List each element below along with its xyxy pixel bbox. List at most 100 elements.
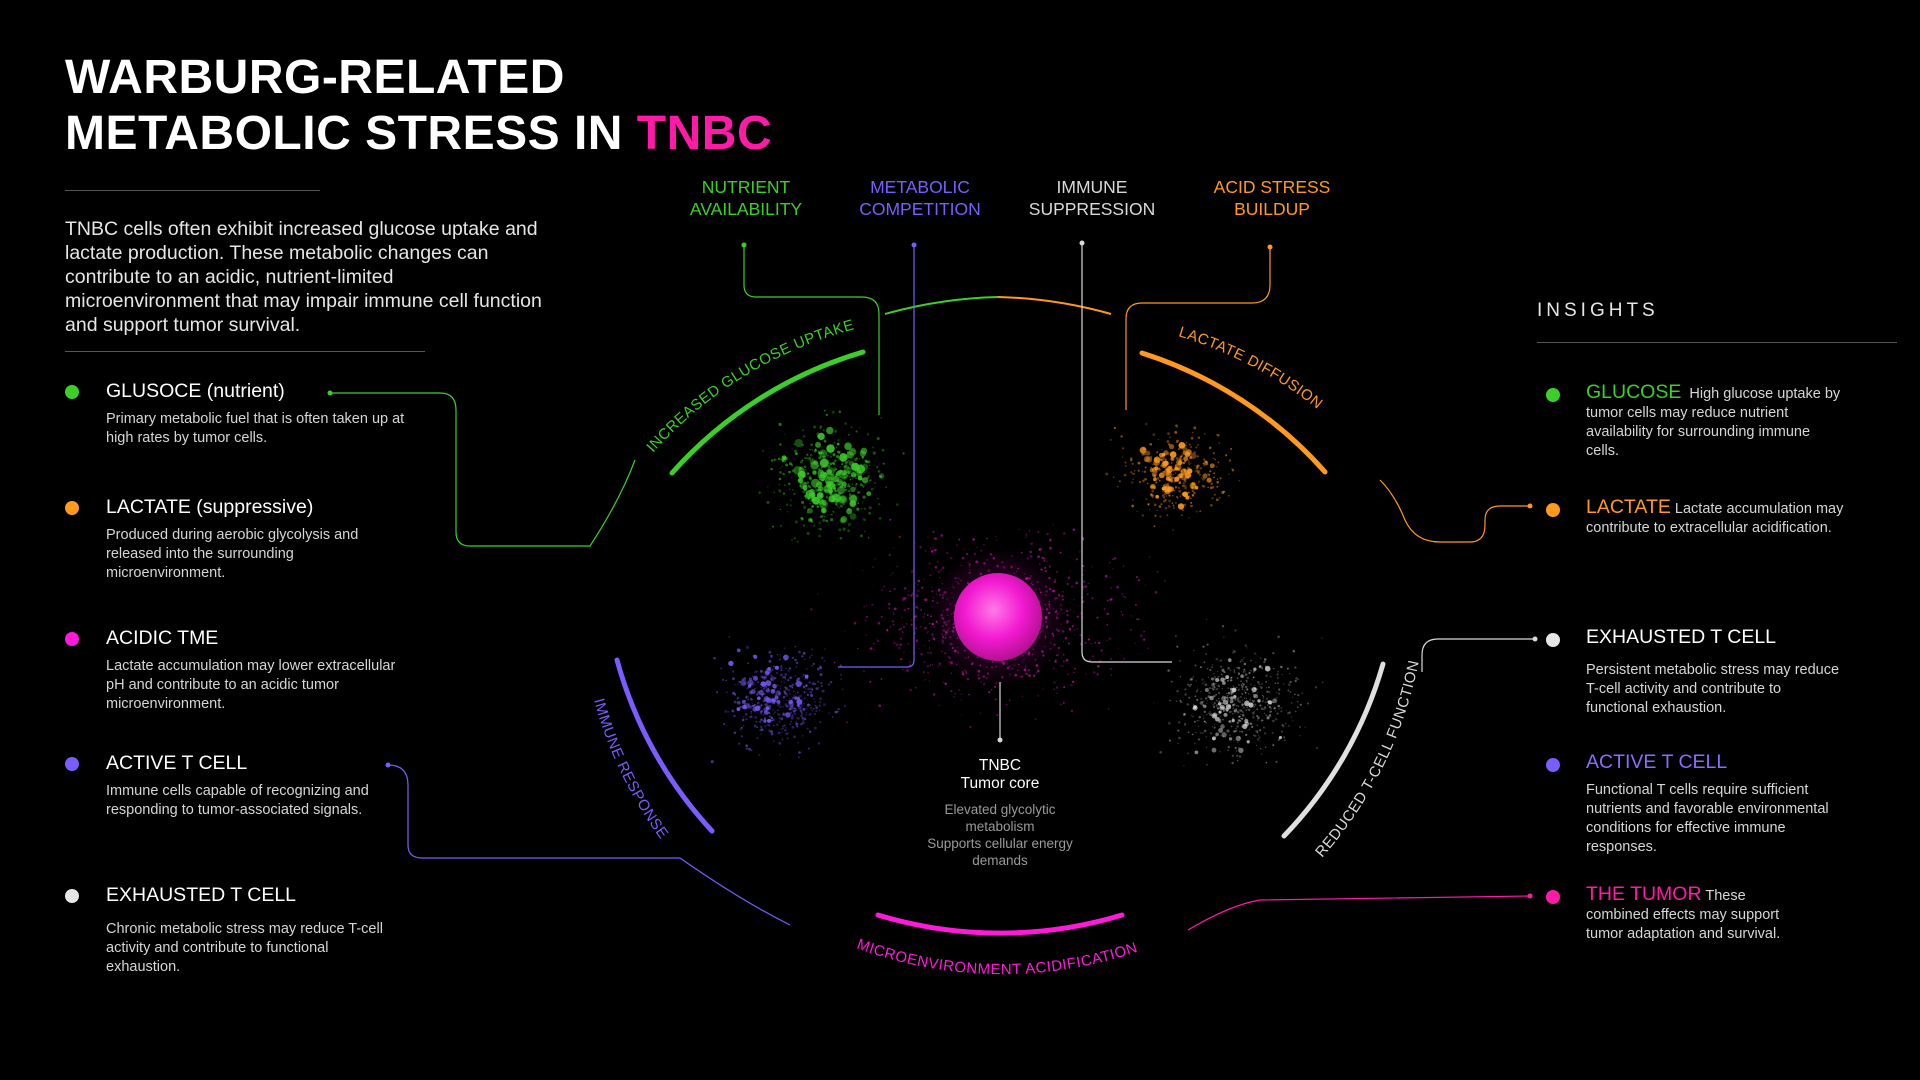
particle	[803, 691, 806, 694]
particle	[928, 680, 931, 682]
particle	[785, 463, 789, 467]
particle	[1132, 499, 1134, 501]
particle	[1052, 524, 1054, 526]
particle	[1227, 494, 1230, 497]
particle	[804, 457, 807, 460]
particle	[1239, 660, 1242, 663]
particle	[1172, 476, 1175, 479]
particle	[1188, 463, 1190, 466]
particle	[1177, 742, 1179, 745]
particle	[1228, 720, 1232, 723]
particle	[747, 679, 754, 687]
particle	[917, 589, 920, 593]
particle	[804, 687, 807, 690]
particle	[818, 704, 821, 707]
particle	[1155, 494, 1160, 499]
particle	[1231, 652, 1234, 654]
particle	[785, 687, 788, 691]
particle	[1220, 677, 1225, 682]
particle	[932, 546, 934, 548]
particle	[855, 430, 858, 433]
particle	[785, 503, 789, 507]
particle	[770, 654, 773, 658]
particle	[1222, 735, 1225, 738]
particle	[791, 686, 794, 689]
particle	[1199, 467, 1203, 470]
particle	[785, 667, 787, 670]
particle	[1238, 700, 1241, 703]
particle	[1277, 692, 1281, 695]
particle	[1228, 696, 1231, 699]
particle	[910, 594, 913, 597]
particle	[1083, 569, 1085, 572]
particle	[1151, 489, 1155, 493]
particle	[1021, 695, 1023, 697]
particle	[1210, 482, 1213, 485]
particle	[1209, 668, 1212, 672]
particle	[848, 475, 851, 478]
legend-title: ACTIVE T CELL	[106, 752, 248, 774]
particle	[1259, 665, 1261, 668]
insight-body: Lactate accumulation may contribute to e…	[1586, 501, 1844, 536]
particle	[832, 453, 836, 457]
particle	[796, 678, 800, 681]
particle	[1252, 693, 1255, 696]
particle	[835, 471, 841, 477]
particle	[835, 503, 838, 506]
particle	[1230, 676, 1233, 679]
particle	[815, 441, 821, 448]
particle	[1174, 476, 1180, 482]
particle	[915, 605, 918, 609]
particle	[842, 470, 848, 476]
particle	[811, 505, 815, 508]
particle	[855, 456, 858, 459]
particle	[1243, 675, 1245, 677]
particle	[1286, 709, 1288, 711]
particle	[1267, 704, 1269, 706]
particle	[1304, 726, 1306, 728]
particle	[924, 644, 926, 647]
particle	[1236, 725, 1239, 728]
particle	[1198, 473, 1201, 476]
particle	[782, 727, 784, 729]
particle	[784, 729, 786, 732]
particle	[1224, 696, 1227, 699]
particle	[1120, 435, 1123, 438]
particle	[804, 718, 807, 721]
particle	[927, 536, 929, 539]
particle	[1183, 689, 1185, 691]
particle	[789, 711, 792, 714]
particle	[858, 457, 861, 460]
connector-right-tumor	[1187, 895, 1531, 931]
particle	[1211, 687, 1214, 690]
particle	[819, 697, 822, 700]
particle	[1241, 688, 1244, 690]
glucose-dot-icon	[1546, 388, 1560, 402]
particle	[793, 735, 796, 739]
particle	[780, 687, 782, 690]
particle	[1222, 699, 1229, 705]
label-line: IMMUNE	[1056, 177, 1128, 197]
particle	[1231, 676, 1233, 679]
particle	[748, 705, 752, 709]
particle	[1220, 665, 1222, 668]
particle	[809, 502, 812, 505]
particle	[1239, 715, 1241, 718]
particle	[1220, 724, 1225, 729]
particle	[760, 681, 767, 687]
particle	[1130, 458, 1133, 462]
particle	[866, 491, 872, 497]
particle	[1203, 460, 1209, 466]
particle	[1209, 503, 1213, 507]
particle	[862, 485, 865, 488]
particle	[1064, 636, 1068, 640]
particle	[779, 471, 782, 474]
particle	[1070, 709, 1074, 713]
particle	[750, 677, 752, 680]
particle	[1132, 478, 1134, 481]
particle	[819, 458, 829, 468]
particle	[1191, 505, 1193, 507]
particle	[817, 432, 825, 441]
connector-metabolic	[838, 245, 915, 668]
particle	[758, 689, 764, 696]
